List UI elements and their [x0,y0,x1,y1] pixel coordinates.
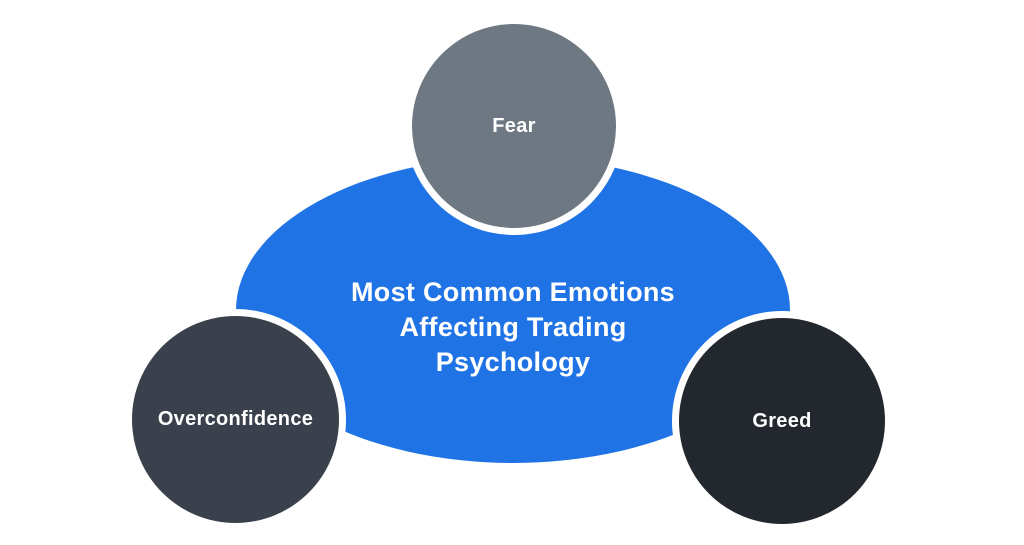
node-fear: Fear [412,24,616,228]
node-fear-label: Fear [492,114,536,137]
title-line-2: Affecting Trading [399,312,627,342]
node-greed: Greed [679,318,885,524]
title-line-1: Most Common Emotions [351,277,675,307]
node-overconfidence: Overconfidence [132,316,339,523]
node-greed-label: Greed [752,409,812,432]
title-line-3: Psychology [435,347,591,377]
node-overconfidence-label: Overconfidence [157,408,314,430]
diagram-title: Most Common Emotions Affecting Trading P… [236,275,790,380]
